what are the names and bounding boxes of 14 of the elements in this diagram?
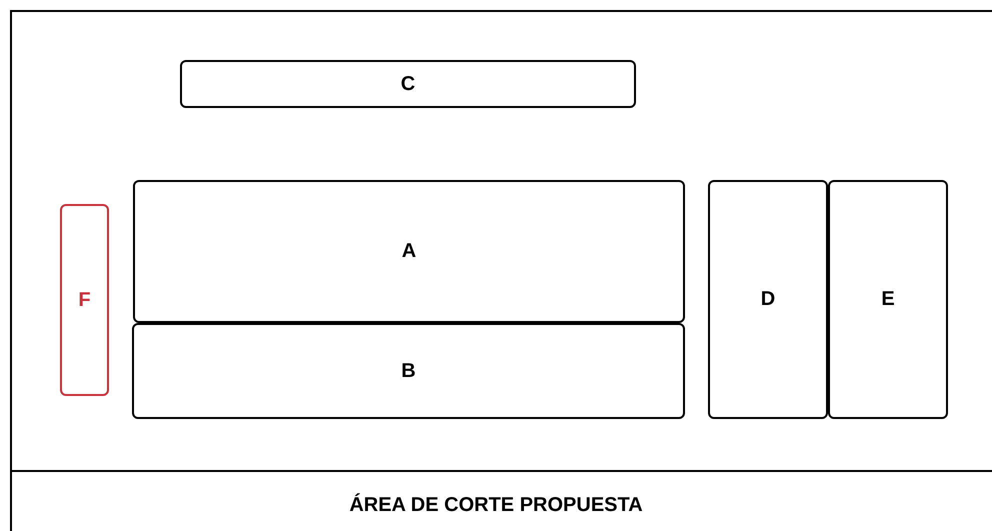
rectangle-box <box>708 180 828 419</box>
rectangle-box <box>180 60 636 108</box>
box-label: B <box>401 360 416 382</box>
rectangle-box <box>132 323 685 419</box>
box-label: E <box>881 288 895 311</box>
box-label: D <box>760 288 776 311</box>
rectangle-box <box>60 204 109 396</box>
area-title: ÁREA DE CORTE PROPUESTA <box>349 494 643 516</box>
rectangle-box <box>828 180 948 419</box>
box-label: F <box>78 288 91 312</box>
rectangle-box <box>133 180 685 323</box>
box-label: A <box>402 240 416 263</box>
box-label: C <box>400 72 416 96</box>
area-frame <box>10 10 992 531</box>
